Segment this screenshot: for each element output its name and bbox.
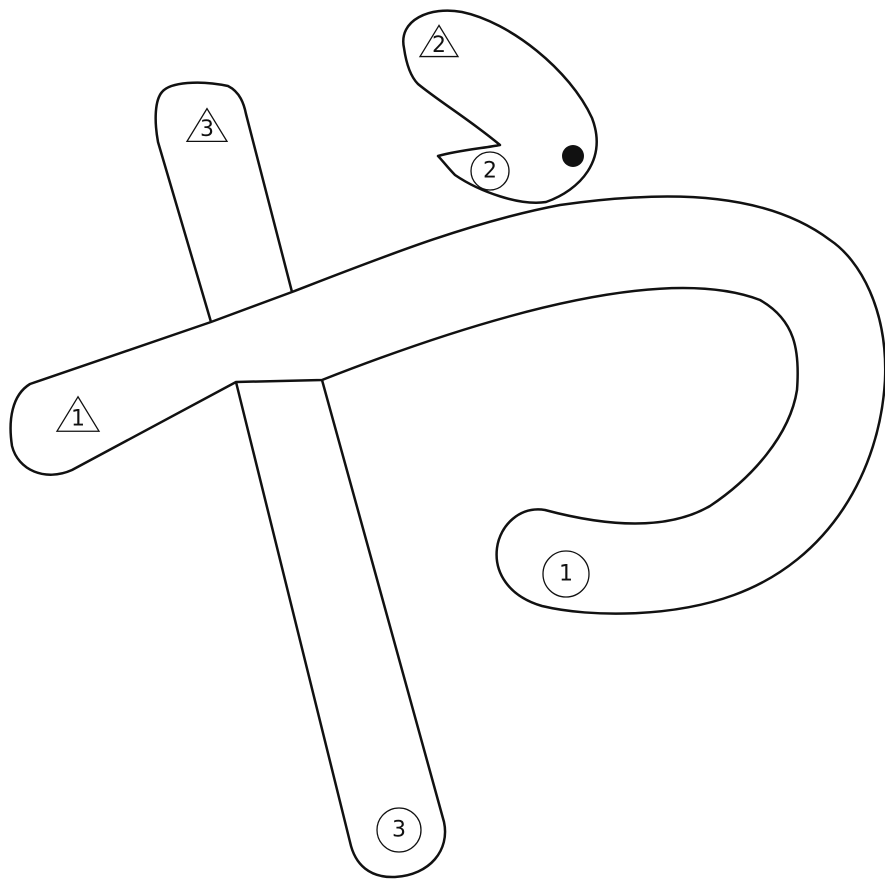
end-number-label: 1	[559, 562, 573, 587]
stroke-1-outline	[11, 197, 885, 614]
start-number-label: 2	[432, 33, 446, 58]
stroke-2-eye-dot	[562, 145, 584, 167]
end-number-label: 2	[483, 159, 497, 184]
start-number-label: 1	[71, 406, 85, 431]
end-number-label: 3	[392, 818, 406, 843]
start-number-label: 3	[200, 117, 214, 142]
stroke-3-outline	[156, 83, 445, 877]
